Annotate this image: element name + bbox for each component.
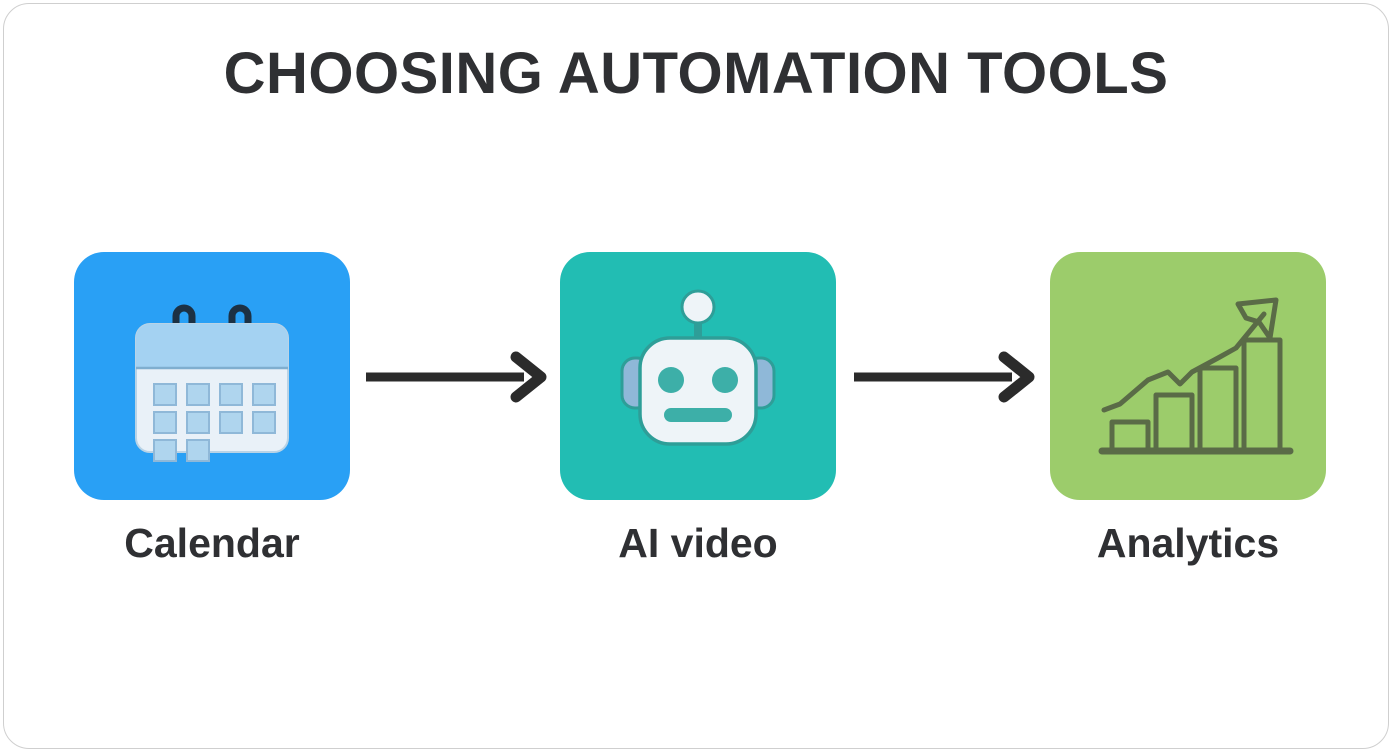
analytics-chart-icon xyxy=(1098,297,1294,455)
step-card-analytics[interactable] xyxy=(1050,252,1326,500)
calendar-icon xyxy=(135,304,289,462)
page-title: CHOOSING AUTOMATION TOOLS xyxy=(223,41,1169,106)
step-label-ai-video: AI video xyxy=(618,520,778,566)
step-card-ai-video[interactable] xyxy=(560,252,836,500)
step-label-calendar: Calendar xyxy=(124,520,300,566)
process-flow: Calendar AI video Analytics xyxy=(74,252,1326,566)
arrow-calendar-to-ai-video xyxy=(366,351,547,403)
step-card-calendar[interactable] xyxy=(74,252,350,500)
step-label-analytics: Analytics xyxy=(1096,520,1280,566)
arrow-ai-video-to-analytics xyxy=(854,351,1035,403)
robot-icon xyxy=(620,289,776,446)
